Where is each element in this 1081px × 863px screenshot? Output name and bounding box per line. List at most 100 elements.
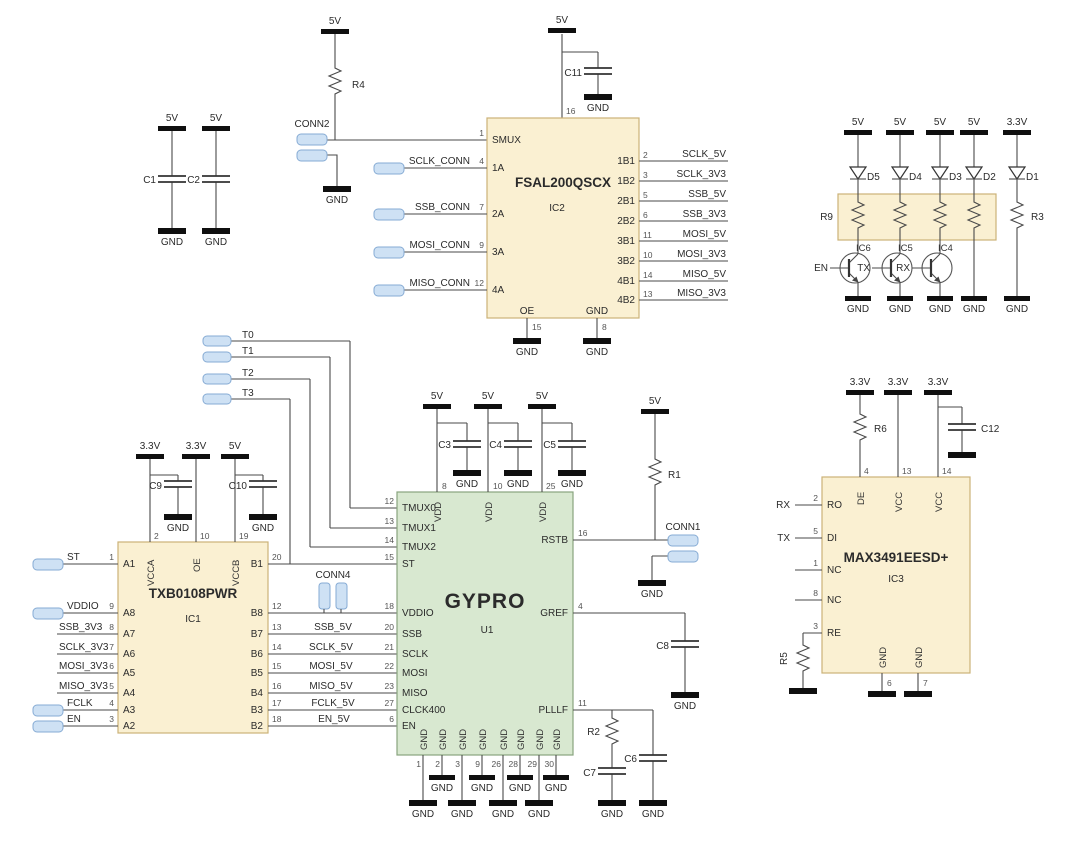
testpoint-connectors: T0 T1 T2 T3 xyxy=(202,330,397,564)
power-rail-label: 5V xyxy=(229,441,242,452)
ic-refdes: IC3 xyxy=(888,574,904,585)
component-ref: C3 xyxy=(438,440,451,451)
ic-name: MAX3491EESD+ xyxy=(844,550,949,565)
pin-name: A3 xyxy=(123,705,136,716)
power-5v-label: 5V xyxy=(968,117,981,128)
capacitor-c9 xyxy=(164,480,192,488)
net-label: VDDIO xyxy=(67,601,99,612)
power-bar xyxy=(136,454,164,459)
pin-name: B6 xyxy=(251,649,264,660)
net-label: MOSI_5V xyxy=(683,229,727,240)
resistor-r9-b xyxy=(892,198,908,236)
power-bar xyxy=(548,28,576,33)
r4-pullup-conn2: 5V R4 CONN2 GND xyxy=(294,16,487,206)
gnd-symbol xyxy=(868,691,896,697)
power-rail-label: 3.3V xyxy=(140,441,161,452)
gnd-label: GND xyxy=(509,783,531,794)
pin-number: 14 xyxy=(942,466,952,476)
net-label: FCLK_5V xyxy=(311,698,355,709)
transistor-ic4 xyxy=(921,252,953,284)
pin-number: 13 xyxy=(902,466,912,476)
net-label: MISO_3V3 xyxy=(59,681,108,692)
power-bar xyxy=(960,130,988,135)
pin-name: TMUX0 xyxy=(402,503,436,514)
capacitor-c11 xyxy=(584,67,612,75)
pin-name: VDDIO xyxy=(402,608,434,619)
pin-name: NC xyxy=(827,565,841,576)
pin-number: 3 xyxy=(455,759,460,769)
pin-name: VCCA xyxy=(146,559,157,586)
power-bar xyxy=(182,454,210,459)
pin-number: 14 xyxy=(643,270,653,280)
pin-name: TMUX1 xyxy=(402,523,436,534)
resistor-r4 xyxy=(327,64,343,104)
pin-name: A2 xyxy=(123,721,136,732)
pin-number: 9 xyxy=(109,601,114,611)
pin-number: 11 xyxy=(578,698,587,708)
pin-number: 14 xyxy=(272,642,282,652)
plllf-loop-filter: R2 C7 GND C6 GND xyxy=(583,710,667,820)
conn4: CONN4 xyxy=(315,570,351,613)
ic-name: FSAL200QSCX xyxy=(515,175,611,190)
gnd-label: GND xyxy=(492,809,514,820)
pin-number: 2 xyxy=(154,531,159,541)
pin-number: 1 xyxy=(416,759,421,769)
power-bar xyxy=(221,454,249,459)
gnd-label: GND xyxy=(167,523,189,534)
ic-refdes: IC1 xyxy=(185,614,201,625)
pin-name: 1B2 xyxy=(617,176,635,187)
resistor-r9-a xyxy=(850,198,866,236)
pin-name: A5 xyxy=(123,668,136,679)
pin-name: GND xyxy=(478,729,489,750)
power-bar xyxy=(844,130,872,135)
u1-gypro: GYPRO U1 5V 5V 5V C3 GND C4 GND C5 GND 8… xyxy=(385,391,685,820)
component-ref: IC5 xyxy=(898,243,913,254)
gnd-label: GND xyxy=(847,304,869,315)
gnd-label: GND xyxy=(1006,304,1028,315)
pin-number: 29 xyxy=(528,759,538,769)
pin-number: 1 xyxy=(479,128,484,138)
transistor-ic5 xyxy=(881,252,913,284)
capacitor-c1 xyxy=(158,175,186,183)
pin-number: 4 xyxy=(109,698,114,708)
pin-name: B2 xyxy=(251,721,264,732)
capacitor-c10 xyxy=(249,480,277,488)
ic2-body xyxy=(486,117,640,319)
ic-refdes: U1 xyxy=(481,625,494,636)
gnd-label: GND xyxy=(601,809,623,820)
component-ref: C2 xyxy=(187,175,200,186)
pin-number: 6 xyxy=(109,661,114,671)
power-bar xyxy=(158,126,186,131)
component-ref: IC4 xyxy=(938,243,953,254)
component-ref: R9 xyxy=(820,212,833,223)
input-pad xyxy=(32,607,64,620)
diode-d5 xyxy=(848,166,868,181)
pin-name: B1 xyxy=(251,559,264,570)
gnd-symbol xyxy=(584,94,612,100)
gnd-symbol xyxy=(323,186,351,192)
gnd-label: GND xyxy=(161,237,183,248)
pin-name: RE xyxy=(827,628,841,639)
gnd-label: GND xyxy=(642,809,664,820)
component-ref: IC6 xyxy=(856,243,871,254)
net-label: T2 xyxy=(242,368,254,379)
pin-number: 11 xyxy=(643,230,652,240)
pin-name: VDD xyxy=(433,502,444,522)
pin-number: 3 xyxy=(643,170,648,180)
pin-name: RO xyxy=(827,500,842,511)
pin-name: 3B2 xyxy=(617,256,635,267)
power-bar xyxy=(202,126,230,131)
pin-number: 9 xyxy=(475,759,480,769)
pin-number: 16 xyxy=(272,681,282,691)
net-label: TX xyxy=(777,533,790,544)
power-5v-label: 5V xyxy=(934,117,947,128)
pin-number: 9 xyxy=(479,240,484,250)
resistor-r9-c xyxy=(932,198,948,236)
pin-name: GND xyxy=(516,729,527,750)
net-label: SCLK_5V xyxy=(682,149,726,160)
pin-name: EN xyxy=(402,721,416,732)
gnd-symbol xyxy=(448,800,476,806)
conn1-pad-2 xyxy=(667,550,699,563)
net-label: EN xyxy=(814,263,828,274)
